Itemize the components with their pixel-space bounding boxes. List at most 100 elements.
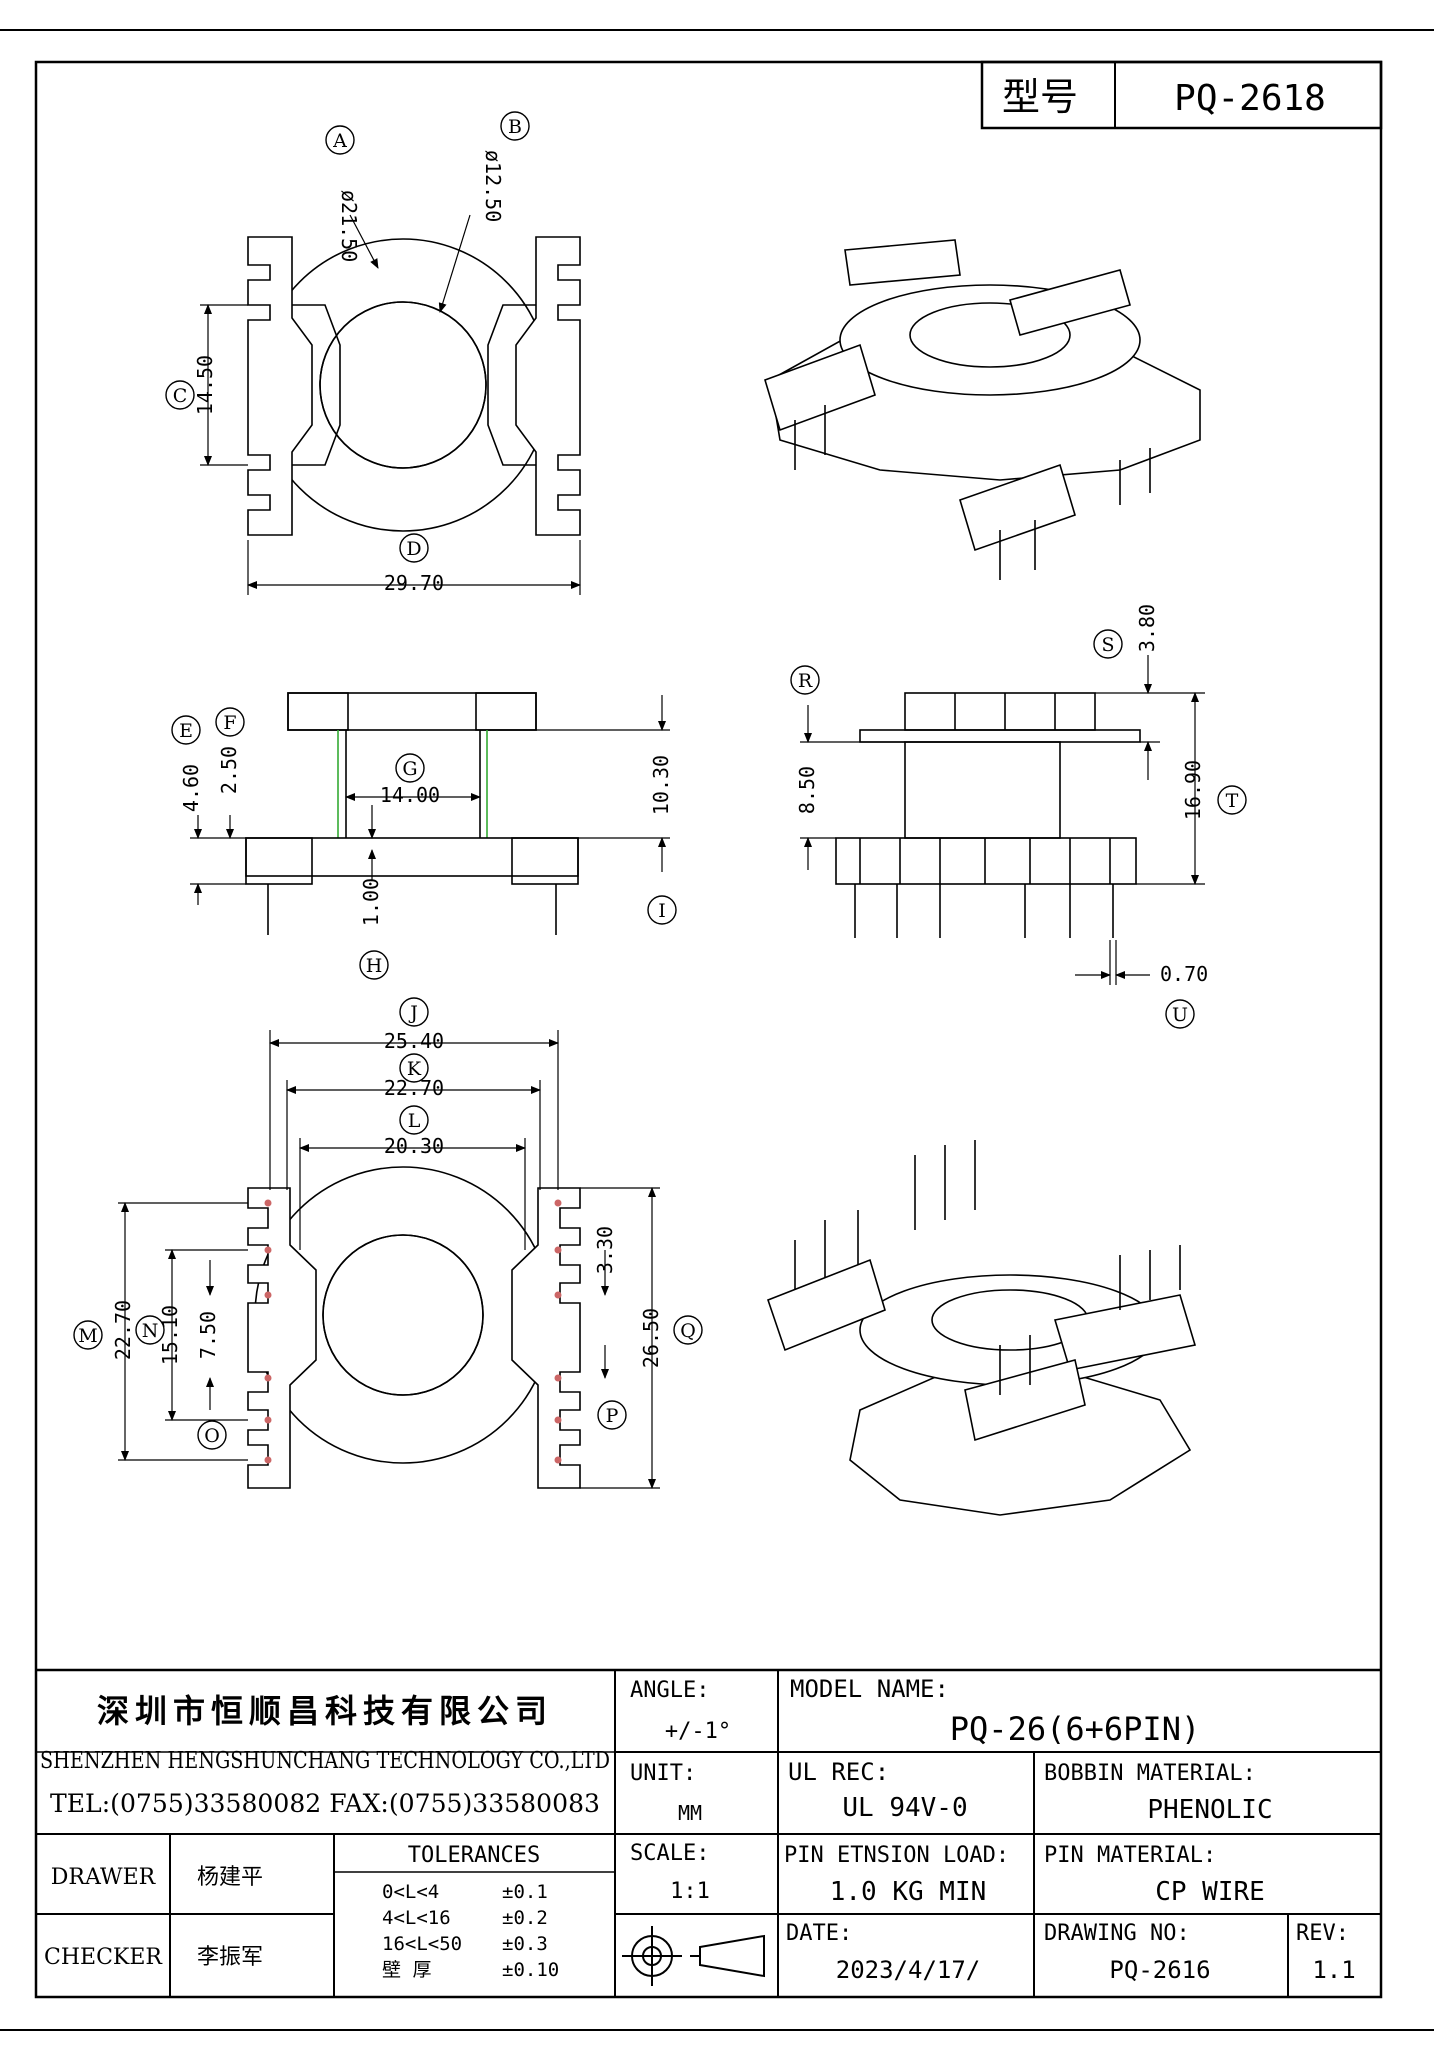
angle-label: ANGLE: xyxy=(630,1678,709,1703)
balloon-q-circle xyxy=(673,1315,703,1345)
balloon-b-circle xyxy=(500,111,530,141)
balloon-r-circle xyxy=(790,665,820,695)
drawer-label: DRAWER xyxy=(51,1865,157,1890)
balloon-q: Q xyxy=(680,1320,696,1342)
contact: TEL:(0755)33580082 FAX:(0755)33580083 xyxy=(50,1789,600,1818)
dim-e: 4.60 xyxy=(179,764,203,812)
tolerance-value: ±0.1 xyxy=(502,1881,548,1903)
balloon-t: T xyxy=(1226,790,1239,812)
model-name-value: PQ-26(6+6PIN) xyxy=(950,1710,1200,1748)
pin-material-label: PIN MATERIAL: xyxy=(1044,1843,1216,1868)
company-cn: 深圳市恒顺昌科技有限公司 xyxy=(97,1692,553,1730)
side-view-front xyxy=(245,692,579,935)
tolerance-range: 16<L<50 xyxy=(382,1933,462,1955)
rev-value: 1.1 xyxy=(1312,1956,1355,1984)
tolerances-label: TOLERANCES xyxy=(408,1843,540,1868)
balloon-f-circle xyxy=(215,707,245,737)
balloon-r: R xyxy=(798,670,813,692)
balloon-k-circle xyxy=(399,1053,429,1083)
balloon-i-circle xyxy=(647,895,677,925)
title-block-texts: 深圳市恒顺昌科技有限公司 SHENZHEN HENGSHUNCHANG TECH… xyxy=(40,1675,1356,1984)
balloon-o-circle xyxy=(197,1420,227,1450)
balloon-l: L xyxy=(408,1110,421,1132)
dim-h: 1.00 xyxy=(359,878,383,926)
checker-value: 李振军 xyxy=(197,1945,263,1970)
core-hole-circle xyxy=(319,301,487,469)
pin-load-value: 1.0 KG MIN xyxy=(830,1877,987,1907)
dim-s: 3.80 xyxy=(1135,604,1159,652)
balloon-f: F xyxy=(223,712,236,734)
projection-symbol-icon xyxy=(622,1926,765,1986)
balloon-n-circle xyxy=(135,1315,165,1345)
balloon-h-circle xyxy=(359,950,389,980)
model-value: PQ-2618 xyxy=(1174,78,1326,119)
tolerance-range: 0<L<4 xyxy=(382,1881,439,1903)
model-label: 型号 xyxy=(1002,75,1078,119)
balloon-d: D xyxy=(406,538,421,560)
dim-c: 14.50 xyxy=(193,355,217,415)
balloon-g-circle xyxy=(395,753,425,783)
page-frame xyxy=(0,29,1434,2031)
dim-t: 16.90 xyxy=(1181,760,1205,820)
dim-n2: 7.50 xyxy=(196,1311,220,1359)
dim-u: 0.70 xyxy=(1160,962,1208,986)
unit-value: MM xyxy=(678,1801,702,1825)
balloon-a-circle xyxy=(325,125,355,155)
isometric-view-bottom xyxy=(766,1140,1197,1516)
balloon-k: K xyxy=(407,1058,422,1080)
balloon-p: P xyxy=(606,1405,619,1427)
drawing-no-value: PQ-2616 xyxy=(1109,1956,1210,1984)
dim-g: 14.00 xyxy=(380,783,440,807)
balloon-p-circle xyxy=(597,1400,627,1430)
dim-p: 3.30 xyxy=(593,1226,617,1274)
balloon-e: E xyxy=(179,720,193,742)
title-block-grid xyxy=(36,1668,1381,1997)
dim-r: 8.50 xyxy=(795,766,819,814)
company-en: SHENZHEN HENGSHUNCHANG TECHNOLOGY CO.,LT… xyxy=(40,1748,610,1774)
balloon-a: A xyxy=(332,130,347,152)
dim-d: 29.70 xyxy=(384,571,444,595)
balloon-i: I xyxy=(658,900,666,922)
side-view-right xyxy=(835,692,1141,938)
tolerance-range: 4<L<16 xyxy=(382,1907,451,1929)
drawer-value: 杨建平 xyxy=(197,1865,263,1890)
pin-material-value: CP WIRE xyxy=(1155,1877,1265,1907)
unit-label: UNIT: xyxy=(630,1761,696,1786)
balloon-n: N xyxy=(142,1320,159,1342)
dim-l: 20.30 xyxy=(384,1134,444,1158)
balloon-o: O xyxy=(204,1425,220,1447)
dim-j: 25.40 xyxy=(384,1029,444,1053)
isometric-view-top xyxy=(764,239,1201,580)
balloon-j: J xyxy=(408,1002,418,1024)
ul-label: UL REC: xyxy=(788,1758,889,1786)
tolerance-value: ±0.3 xyxy=(502,1933,548,1955)
model-name-label: MODEL NAME: xyxy=(790,1675,949,1703)
balloon-j-circle xyxy=(399,997,429,1027)
drawing-no-label: DRAWING NO: xyxy=(1044,1921,1190,1946)
model-header: 型号 PQ-2618 xyxy=(980,60,1383,130)
tolerance-value: ±0.10 xyxy=(502,1959,559,1981)
balloon-c-circle xyxy=(165,380,195,410)
tolerance-value: ±0.2 xyxy=(502,1907,548,1929)
bobbin-value: PHENOLIC xyxy=(1147,1795,1272,1825)
balloon-d-circle xyxy=(399,533,429,563)
balloon-t-circle xyxy=(1217,785,1247,815)
checker-label: CHECKER xyxy=(44,1945,163,1970)
top-view xyxy=(247,236,581,536)
balloon-m: M xyxy=(78,1325,97,1347)
scale-label: SCALE: xyxy=(630,1841,709,1866)
dim-q: 26.50 xyxy=(639,1308,663,1368)
dim-a: ø21.50 xyxy=(337,190,361,262)
tolerance-range: 壁 厚 xyxy=(382,1959,431,1981)
date-value: 2023/4/17/ xyxy=(836,1956,981,1984)
balloon-s-circle xyxy=(1093,629,1123,659)
balloon-s: S xyxy=(1101,634,1114,656)
balloon-c: C xyxy=(173,385,188,407)
balloon-l-circle xyxy=(399,1105,429,1135)
scale-value: 1:1 xyxy=(670,1879,710,1904)
dim-i: 10.30 xyxy=(649,755,673,815)
balloon-u: U xyxy=(1172,1004,1188,1026)
balloon-g: G xyxy=(402,758,417,780)
